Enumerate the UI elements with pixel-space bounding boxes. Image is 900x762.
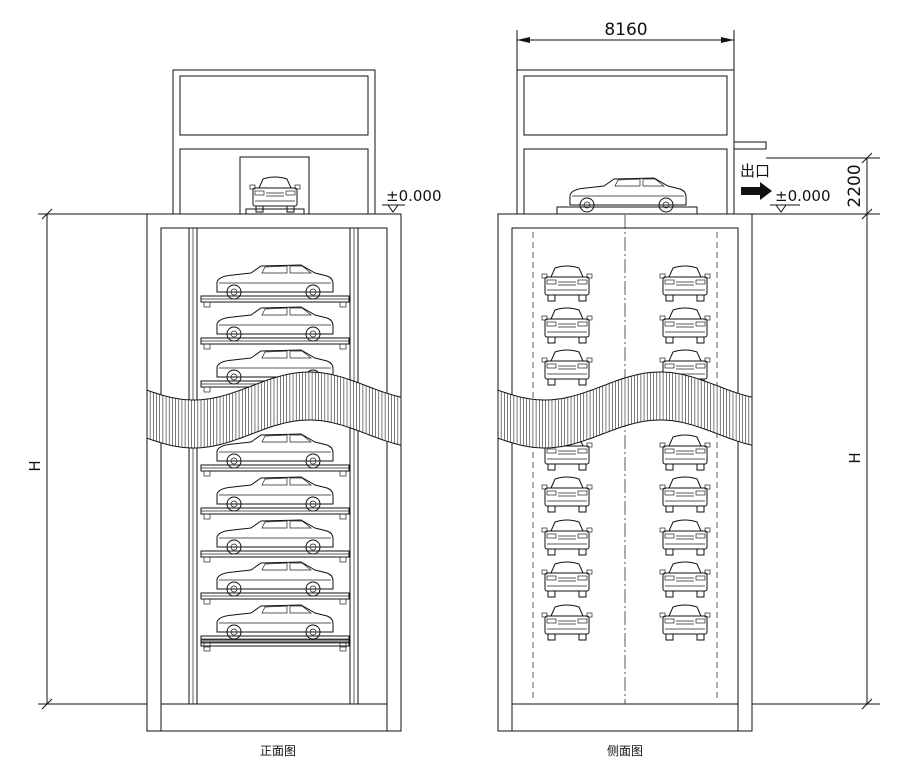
car-pallet xyxy=(200,507,350,520)
front-stored-car xyxy=(216,604,334,640)
car-pallet xyxy=(200,550,350,563)
side-stored-car xyxy=(659,434,711,471)
car-pallet xyxy=(200,295,350,308)
side-stored-car xyxy=(541,265,593,302)
side-car-grid xyxy=(541,265,711,641)
exit-label: 出口 xyxy=(740,162,770,180)
entry-height-text: 2200 xyxy=(845,164,865,207)
car-pallet xyxy=(200,464,350,477)
side-width-dimension: 8160 xyxy=(516,20,735,70)
side-stored-car xyxy=(541,561,593,598)
side-view: 8160 出口 ±0.000 侧面图 xyxy=(497,20,831,758)
front-stored-car xyxy=(216,306,334,342)
side-stored-car xyxy=(659,265,711,302)
car-pallet xyxy=(200,592,350,605)
side-stored-car xyxy=(541,519,593,556)
front-stored-car xyxy=(216,561,334,597)
side-view-caption: 侧面图 xyxy=(607,744,643,758)
front-stored-car xyxy=(216,476,334,512)
front-height-dimension: H xyxy=(26,208,147,710)
side-stored-car xyxy=(659,307,711,344)
side-stored-car xyxy=(541,476,593,513)
side-stored-car xyxy=(541,349,593,386)
exit-marker: 出口 ±0.000 xyxy=(740,162,831,213)
side-stored-car xyxy=(659,519,711,556)
side-stored-car xyxy=(659,604,711,641)
car-pallet xyxy=(200,635,350,648)
side-level-text: ±0.000 xyxy=(775,187,831,205)
side-stored-car xyxy=(659,476,711,513)
side-height-label: H xyxy=(846,452,864,463)
front-stored-car xyxy=(216,264,334,300)
entry-car-front xyxy=(249,176,301,213)
front-stored-car xyxy=(216,519,334,555)
side-stored-car xyxy=(541,604,593,641)
side-break-band xyxy=(497,371,753,449)
exit-arrow-icon xyxy=(741,182,772,200)
front-level-mark: ±0.000 xyxy=(382,187,442,213)
side-width-text: 8160 xyxy=(604,20,647,40)
front-view-caption: 正面图 xyxy=(260,744,296,758)
front-view: ±0.000 正面图 xyxy=(146,69,442,758)
front-car-stack xyxy=(200,264,350,652)
front-level-text: ±0.000 xyxy=(386,187,442,205)
car-pallet xyxy=(200,337,350,350)
front-break-band xyxy=(146,371,402,449)
front-height-label: H xyxy=(26,460,44,471)
side-stored-car xyxy=(659,561,711,598)
side-dimensions: 2200 H xyxy=(752,152,880,710)
side-stored-car xyxy=(541,307,593,344)
